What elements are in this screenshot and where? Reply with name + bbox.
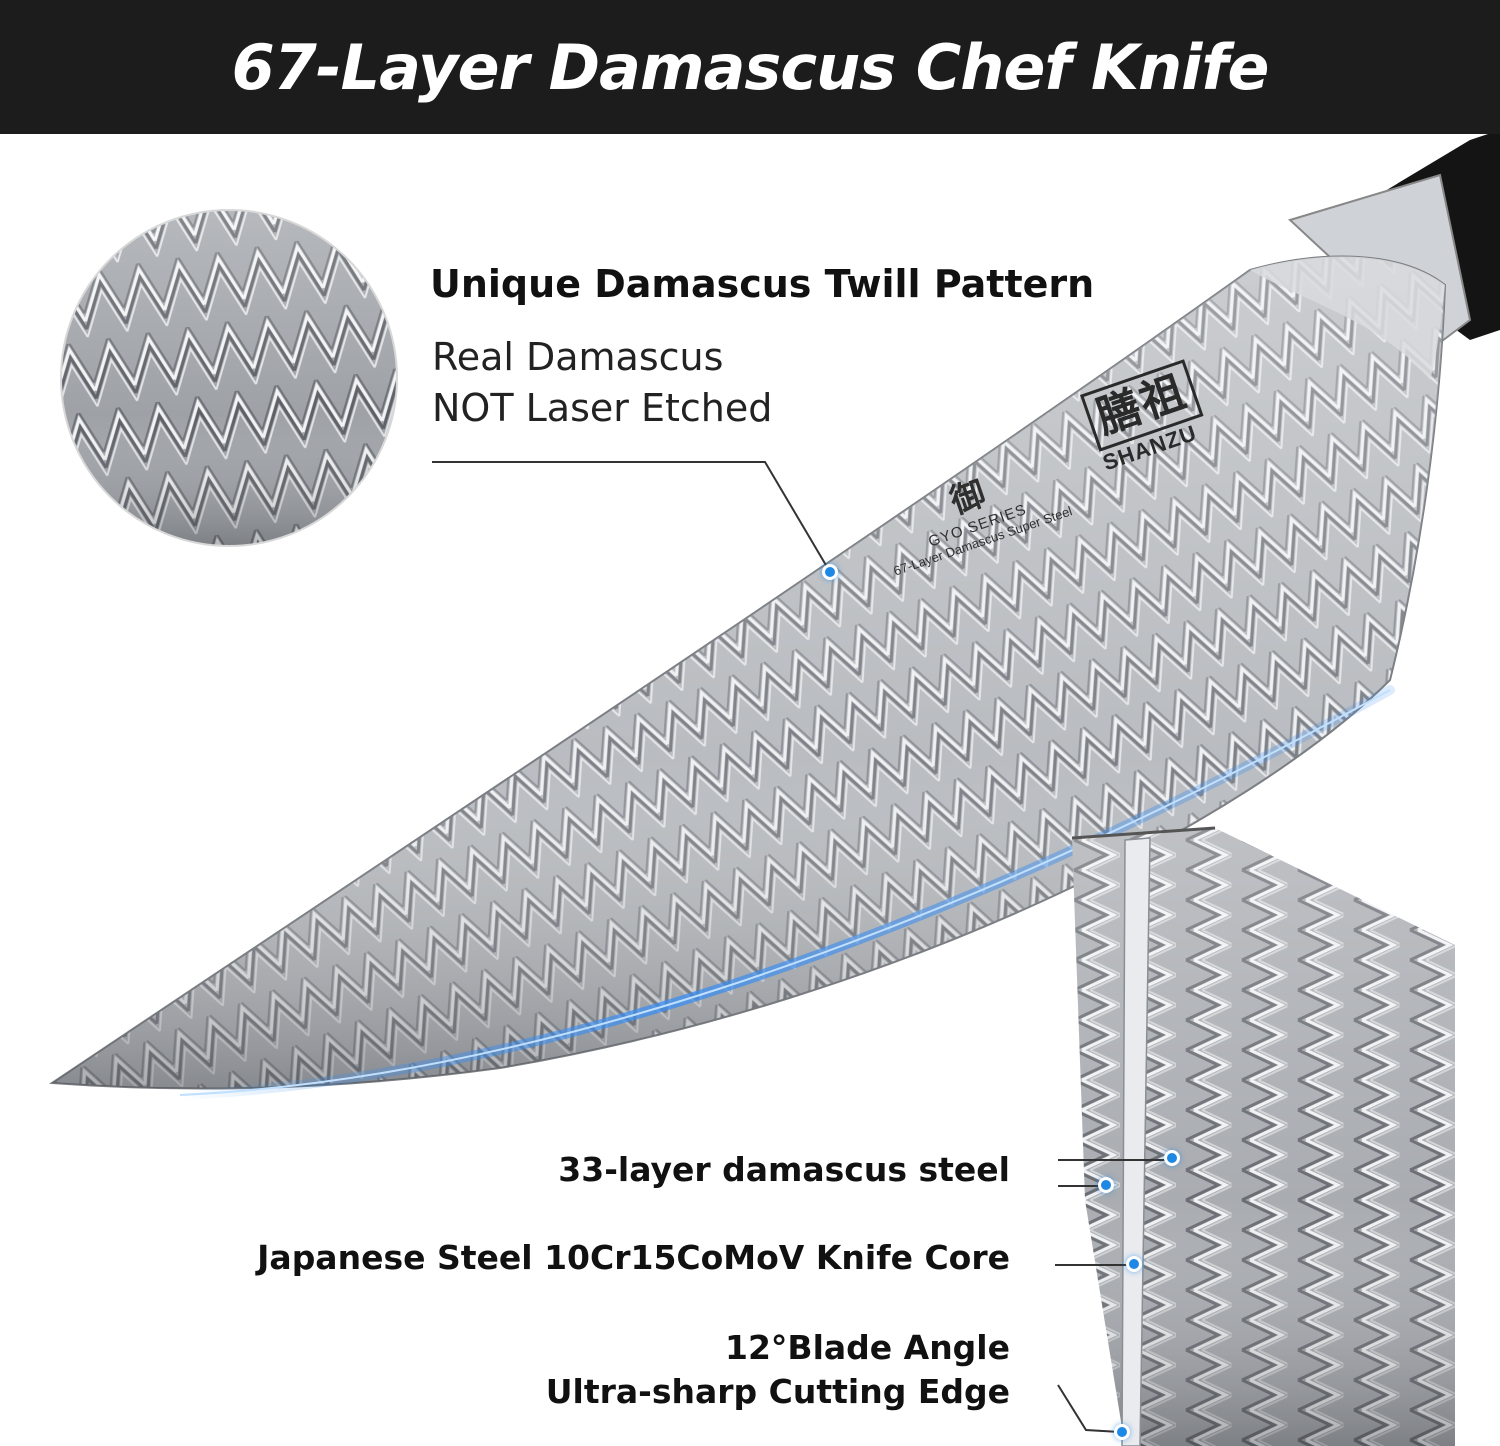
- edge-dot: [1117, 1427, 1127, 1437]
- pattern-marker-dot: [825, 567, 835, 577]
- core-label: Japanese Steel 10Cr15CoMoV Knife Core: [257, 1238, 1010, 1277]
- outer-layer-label: 33-layer damascus steel: [558, 1150, 1010, 1189]
- title-banner: 67-Layer Damascus Chef Knife: [0, 0, 1500, 134]
- pattern-leader-line: [432, 461, 831, 573]
- edge-angle-label: 12°Blade Angle: [725, 1328, 1010, 1367]
- pattern-line-2: NOT Laser Etched: [432, 386, 773, 430]
- damascus-pattern-closeup-image: [61, 210, 397, 546]
- edge-sharp-label: Ultra-sharp Cutting Edge: [545, 1372, 1010, 1411]
- outer-layer-dot-1: [1167, 1153, 1177, 1163]
- page-title: 67-Layer Damascus Chef Knife: [231, 30, 1270, 104]
- pattern-heading: Unique Damascus Twill Pattern: [430, 262, 1095, 306]
- blade-cross-section-image: [1071, 826, 1455, 1446]
- core-dot: [1129, 1259, 1139, 1269]
- outer-layer-dot-2: [1101, 1180, 1111, 1190]
- pattern-line-1: Real Damascus: [432, 335, 724, 379]
